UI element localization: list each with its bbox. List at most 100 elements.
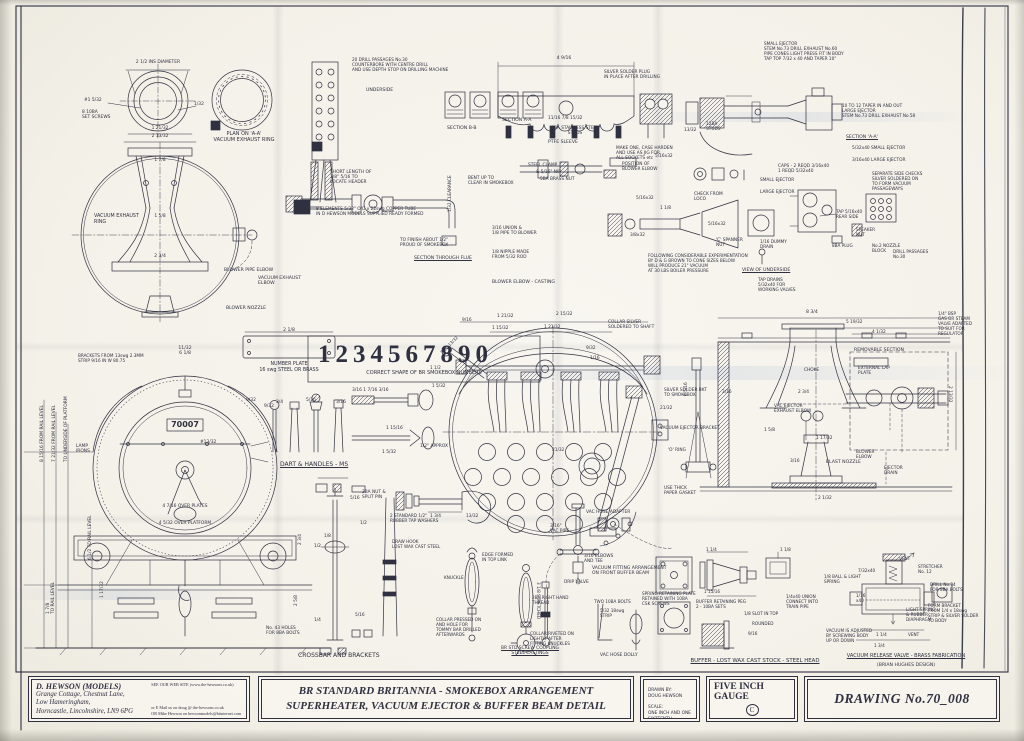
- label-drip-valve: DRIP VALVE: [564, 580, 589, 585]
- label-c-d9: 1 1/2: [430, 365, 441, 370]
- titleblock-company-box: D. HEWSON (MODELS) Grange Cottage, Chest…: [28, 676, 250, 722]
- detail-vacuum-ejector-parts: [607, 87, 897, 265]
- label-bf-d2: 1 1/4: [706, 547, 717, 552]
- label-nozzle-block: No.2 NOZZLE BLOCK: [872, 243, 901, 253]
- label-drill34: DRILL No.34 FOR 8BA BOLTS: [930, 582, 963, 592]
- label-ss-d10: 3/16: [722, 390, 732, 395]
- label-section-aa: SECTION A-A: [502, 118, 532, 123]
- label-collar: COLLAR SILVER SOLDERED TO SHAFT: [608, 320, 655, 331]
- detail-vacuum-fitting: [540, 503, 643, 651]
- company-name: D. HEWSON (MODELS): [36, 682, 122, 691]
- titleblock-drawnby-box: DRAWN BY: DOUG HEWSON SCALE: ONE INCH AN…: [640, 676, 700, 722]
- detail-superheater-header: [285, 61, 673, 246]
- fold-crease-horizontal: [16, 342, 964, 352]
- label-vac-ej-elbow: VAC EJECTOR EXHAUST ELBOW: [774, 404, 812, 415]
- label-proud: TO FINISH ABOUT 1/2" PROUD OF SMOKEBOX: [400, 238, 449, 249]
- label-loco-dim-932: 9/32: [264, 404, 274, 409]
- page-edge-bottom: [0, 729, 1024, 741]
- label-dart-d7: 1 5/32: [382, 450, 397, 455]
- detail-vacuum-release-valve: [849, 552, 953, 641]
- label-ball-spring: 1/8 BALL & LIGHT SPRING: [824, 574, 861, 584]
- label-drill-note: 20 DRILL PASSAGES No.30 COUNTERBORE WITH…: [352, 57, 449, 72]
- label-bf-d1: 9/16: [748, 631, 758, 636]
- label-clearance: 1/32 CLEARANCE: [448, 175, 453, 212]
- label-dart-d2: 3/4: [276, 400, 284, 405]
- label-c-d5: 1 21/32: [544, 325, 561, 330]
- label-c-d3: 2 15/32: [556, 312, 573, 317]
- company-address-2: Low Hameringham,: [36, 699, 91, 707]
- label-slot-top: 1/8 SLOT IN TOP: [744, 611, 779, 616]
- label-hook-nut: 2BA NUT & SPLIT PIN: [362, 490, 386, 501]
- label-tap-drains: TAP DRAINS 5/32x40 FOR WORKING VALVES: [758, 277, 796, 292]
- label-loco-dim-needle: #13/32: [200, 440, 217, 445]
- label-bent-up: BENT UP TO CLEAR IN SMOKEBOX: [468, 176, 514, 187]
- label-spanner: 'C' SPANNER NUT: [716, 238, 743, 249]
- drawing-title-line-2: SUPERHEATER, VACUUM EJECTOR & BUFFER BEA…: [286, 700, 606, 712]
- label-hk-d2: 13/32: [466, 514, 479, 519]
- label-c-d10: 1 5/32: [432, 383, 446, 388]
- label-chim-234: 2 3/4: [154, 254, 166, 259]
- label-rail-e: 1 17/32: [100, 581, 105, 598]
- label-rail-a: 8 15/16 FROM RAIL LEVEL: [40, 405, 45, 462]
- label-dolly: VAC HOSE DOLLY: [600, 653, 638, 658]
- label-vacfit-cap: VACUUM FITTING ARRANGEMENT ON FRONT BUFF…: [592, 566, 667, 577]
- label-rounded: ROUNDED: [752, 621, 774, 626]
- label-lamp-irons: LAMP IRONS: [76, 444, 90, 455]
- label-bf-d4: 1 1/8: [780, 547, 791, 552]
- label-ring-gap: 1/32: [194, 102, 204, 107]
- label-rv-d1: 1 1/4: [876, 632, 887, 637]
- label-small-ej2: SMALL EJECTOR: [760, 178, 795, 183]
- label-vac-ej-bracket: VACUUM EJECTOR BRACKET: [660, 426, 720, 431]
- detail-crossbar-brackets: [315, 477, 398, 655]
- label-rail-d: 6 1/2 TO RAIL LEVEL: [88, 515, 93, 560]
- label-experiment: FOLLOWING CONSIDERABLE EXPERIMENTATION B…: [648, 253, 748, 273]
- label-ring-dia: 2 1/2 INS DIAMETER: [135, 60, 181, 65]
- company-address-1: Grange Cottage, Chestnut Lane,: [36, 691, 125, 698]
- titleblock-title-box: BR STANDARD BRITANNIA - SMOKEBOX ARRANGE…: [258, 676, 634, 722]
- page-edge-left: [0, 0, 12, 741]
- detail-smokebox-numbers-box: [307, 335, 541, 383]
- label-loco-number: 70007: [171, 420, 199, 429]
- copyright-symbol: C: [745, 704, 759, 716]
- label-brass-nut: 5BA BRASS NUT: [540, 177, 575, 182]
- label-tap-rear: TAP 5/16x40 REAR SIDE: [836, 209, 863, 219]
- label-elements-note: 8 ELEMENTS 5/32" O/D x 22swg COPPER TUBE…: [316, 207, 424, 218]
- label-edge-formed: EDGE FORMED IN TOP LINK: [482, 552, 514, 562]
- label-loco-brackets-note: BRACKETS FROM 13swg 2.3MM STRIP 9/16 IN …: [78, 353, 144, 363]
- label-d-2032: 21/32: [660, 406, 673, 411]
- label-bf-d3: 1 15/16: [704, 589, 721, 594]
- label-cb-d7: 5/16: [355, 613, 365, 618]
- detail-buffer: [655, 551, 791, 650]
- label-drawhook: DRAW HOOK LOST WAX CAST STEEL: [392, 539, 441, 549]
- label-ss-d2: 5 19/32: [846, 320, 863, 325]
- label-d-3832: 3/8x32: [630, 233, 645, 238]
- label-dart-d5: 3/16 1 7/16 3/16: [352, 388, 389, 393]
- label-removable: REMOVABLE SECTION: [854, 348, 904, 353]
- label-stretcher: STRETCHER No. 12: [918, 564, 943, 574]
- titleblock-drawing-number-box: DRAWING No.70_008: [804, 676, 1000, 722]
- label-blower-pipe-elbow: BLOWER PIPE ELBOW: [224, 268, 274, 273]
- fold-crease-vertical: [652, 6, 664, 675]
- label-buffer-peg: BUFFER RETAINING PEG 2 - 10BA SETS: [696, 599, 747, 609]
- label-d-118: 1 1/8: [660, 206, 672, 211]
- label-section-aa2: SECTION 'A-A': [846, 135, 878, 140]
- drawn-by-label: DRAWN BY:: [648, 687, 672, 693]
- fold-crease-vertical: [272, 6, 284, 675]
- label-cb-d8: 1/4: [314, 618, 321, 623]
- label-dart-d8: 1/2" APPROX: [420, 444, 449, 449]
- label-collar-pressed: COLLAR PRESSED ON AND HOLE FOR TOMMY BAR…: [436, 617, 482, 637]
- gauge-text: FIVE INCH GAUGE: [714, 682, 764, 702]
- label-loco-top-dim: 11/32 6 1/8: [178, 346, 192, 357]
- label-chim-d2: 2 13/32: [151, 134, 169, 139]
- label-dart-d6: 1 15/16: [386, 426, 403, 431]
- label-rail-c: TO UNDERSIDE OF PLATFORM: [64, 396, 69, 462]
- label-speaker-nut: SPEAKER NUT: [856, 227, 875, 237]
- drawn-by-value: DOUG HEWSON: [648, 693, 683, 699]
- label-nipple: 1/8 NIPPLE MADE FROM 5/32 ROD: [492, 250, 530, 261]
- label-choke: CHOKE: [804, 368, 820, 373]
- label-steel-clamp: STEEL CLAMP: [528, 163, 558, 168]
- label-two-bolts: TWO 10BA BOLTS: [594, 599, 631, 604]
- label-release-cap: VACUUM RELEASE VALVE - BRASS FABRICATION: [846, 653, 966, 659]
- label-c-d4: 1 15/32: [492, 326, 509, 331]
- label-collar-riveted: COLLAR RIVETED ON LIGHTLY AFTER FITTING …: [530, 631, 574, 646]
